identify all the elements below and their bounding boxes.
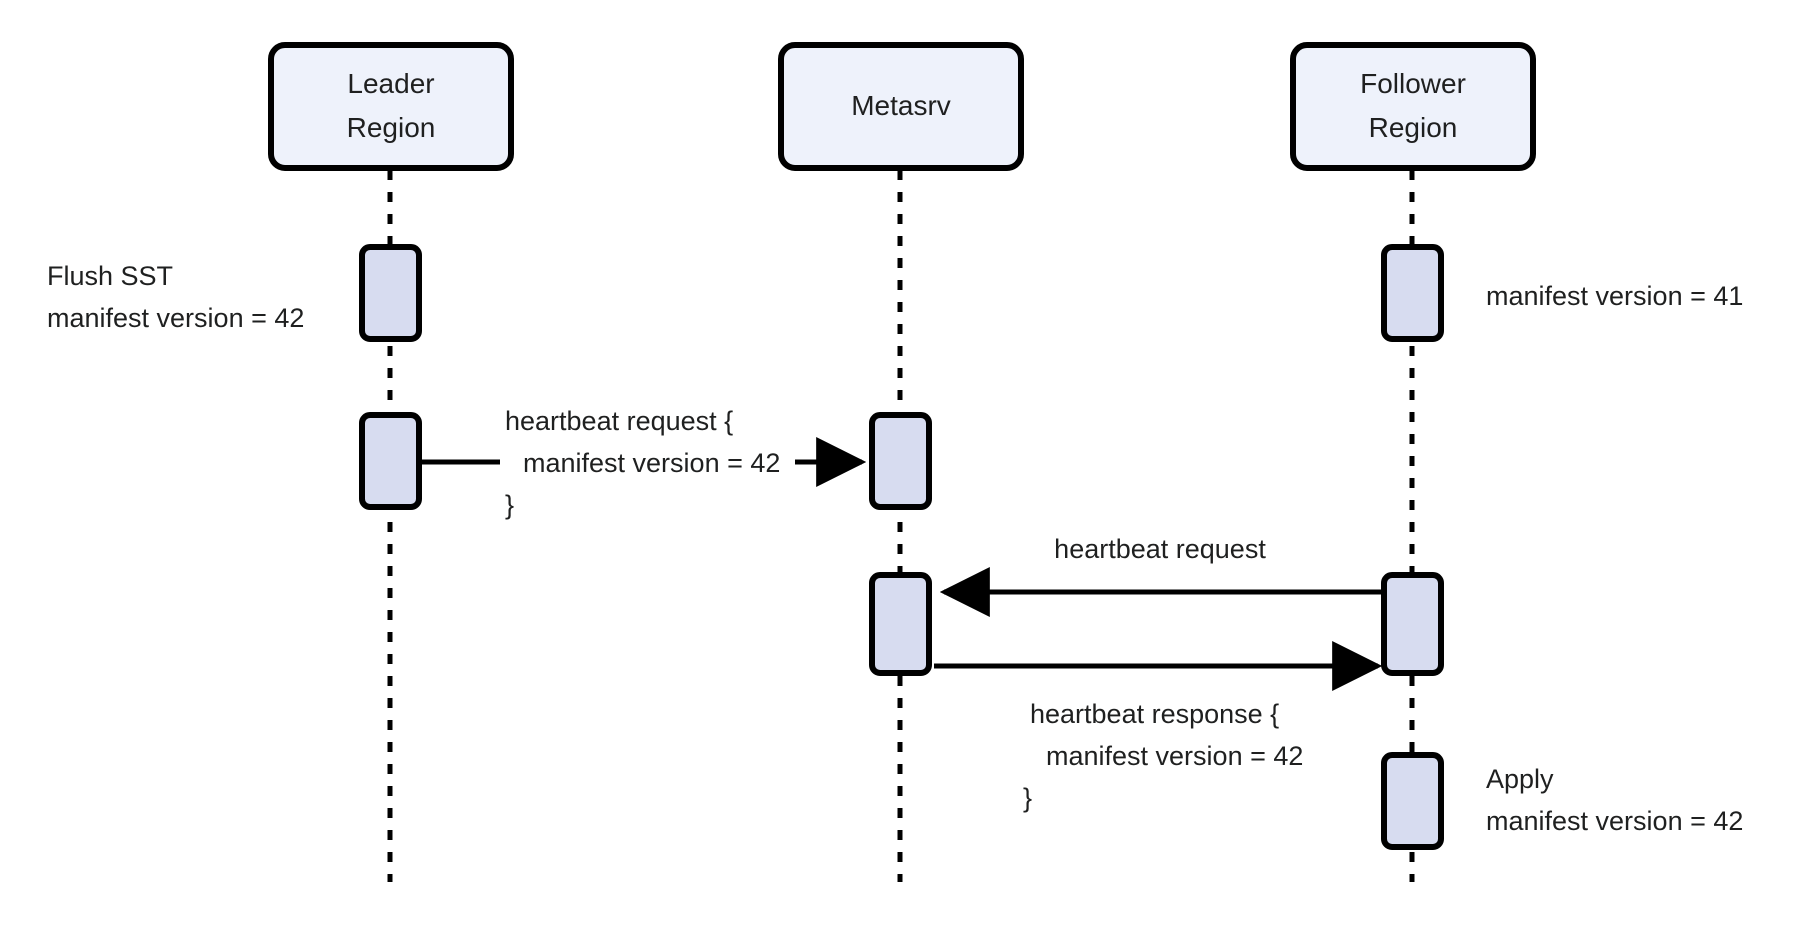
message-label-heartbeat-request-leader-line1: heartbeat request { xyxy=(505,406,733,436)
activation-metasrv-heartbeat-in[interactable] xyxy=(869,412,932,510)
participant-label-follower-line1: Follower xyxy=(1360,68,1466,99)
activation-follower-heartbeat[interactable] xyxy=(1381,572,1444,676)
participant-label-metasrv-line1: Metasrv xyxy=(851,90,951,121)
participant-follower[interactable]: Follower Region xyxy=(1290,42,1536,171)
message-label-heartbeat-response-line3: } xyxy=(1023,783,1032,813)
participant-box-leader[interactable] xyxy=(268,42,514,171)
lifelines-group xyxy=(387,170,1415,882)
activation-leader-flush[interactable] xyxy=(359,244,422,342)
message-label-heartbeat-request-leader-line2: manifest version = 42 xyxy=(523,448,780,478)
message-label-heartbeat-response-line1: heartbeat response { xyxy=(1030,699,1279,729)
message-label-heartbeat-response-line2: manifest version = 42 xyxy=(1046,741,1303,771)
message-label-heartbeat-request-leader-line3: } xyxy=(505,490,514,520)
note-flush-sst-line2: manifest version = 42 xyxy=(47,303,304,333)
activation-follower-apply[interactable] xyxy=(1381,752,1444,850)
activation-follower-initial[interactable] xyxy=(1381,244,1444,342)
note-follower-version: manifest version = 41 xyxy=(1486,281,1743,311)
participant-leader[interactable]: Leader Region xyxy=(268,42,514,171)
note-flush-sst: Flush SST manifest version = 42 xyxy=(47,261,304,333)
message-label-heartbeat-request-follower: heartbeat request xyxy=(1054,534,1266,564)
activation-bars-group xyxy=(359,244,1444,850)
activation-leader-heartbeat[interactable] xyxy=(359,412,422,510)
participant-box-follower[interactable] xyxy=(1290,42,1536,171)
message-heartbeat-response[interactable]: heartbeat response { manifest version = … xyxy=(934,641,1383,813)
message-heartbeat-request-leader[interactable]: heartbeat request { manifest version = 4… xyxy=(422,406,867,520)
note-apply: Apply manifest version = 42 xyxy=(1486,764,1743,836)
participant-label-leader-line2: Region xyxy=(347,112,436,143)
activation-metasrv-heartbeat-exchange[interactable] xyxy=(869,572,932,676)
note-flush-sst-line1: Flush SST xyxy=(47,261,173,291)
note-apply-line1: Apply xyxy=(1486,764,1554,794)
note-follower-version-line1: manifest version = 41 xyxy=(1486,281,1743,311)
participant-label-follower-line2: Region xyxy=(1369,112,1458,143)
participant-box-metasrv[interactable] xyxy=(778,42,1024,171)
message-heartbeat-request-follower[interactable]: heartbeat request xyxy=(939,534,1382,617)
participant-metasrv[interactable]: Metasrv xyxy=(778,42,1024,171)
participant-label-leader-line1: Leader xyxy=(347,68,434,99)
note-apply-line2: manifest version = 42 xyxy=(1486,806,1743,836)
